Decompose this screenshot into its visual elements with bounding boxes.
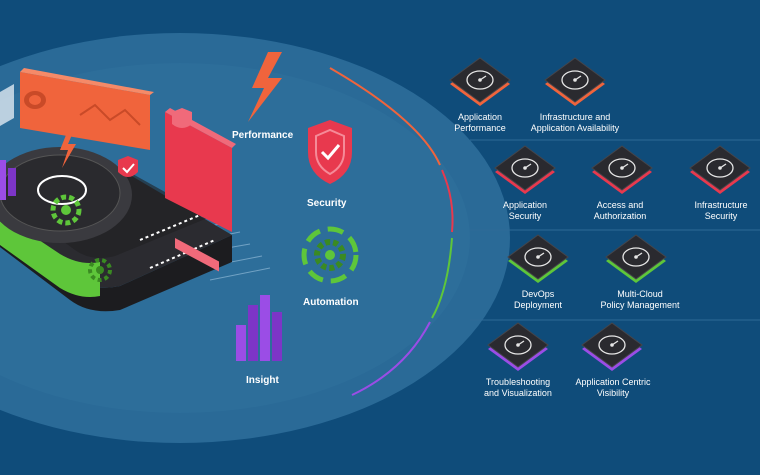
tile-application-centric-visibility	[581, 322, 643, 371]
side-panel	[0, 84, 14, 126]
tile-infrastructure-availability	[544, 57, 606, 106]
bar-chart-icon	[236, 295, 282, 361]
tile-infrastructure-security	[689, 145, 751, 194]
tiles-layer	[449, 57, 751, 371]
performance-panel	[20, 68, 154, 150]
shield-cloud-icon	[511, 158, 539, 178]
sync-icon	[37, 175, 87, 205]
security-panel	[165, 108, 236, 272]
gear-cloud-icon	[524, 247, 552, 267]
arc-insight	[351, 321, 431, 396]
firewall-icon	[706, 158, 734, 178]
app-screen-icon	[561, 70, 589, 90]
tile-troubleshooting-visualization	[487, 322, 549, 371]
tile-application-security	[494, 145, 556, 194]
tile-application-performance	[449, 57, 511, 106]
user-network-icon	[608, 158, 636, 178]
core-lightning-icon	[60, 130, 76, 168]
tile-devops-deployment	[507, 234, 569, 283]
lightning-icon	[248, 52, 282, 122]
gauge-icon	[466, 70, 494, 90]
band-gear-icon	[88, 258, 112, 282]
core-gear-icon	[50, 194, 82, 226]
pillar-label-automation: Automation	[303, 297, 359, 308]
core-ring-inner	[0, 154, 121, 232]
tile-row-separators	[470, 139, 760, 321]
core-shield-icon	[118, 156, 138, 177]
cloud-policy-icon	[622, 247, 650, 267]
pillar-label-insight: Insight	[246, 375, 279, 386]
search-chart-icon	[504, 335, 532, 355]
gear-cycle-icon	[301, 226, 359, 284]
arc-performance	[329, 67, 441, 166]
tile-access-authorization	[591, 145, 653, 194]
shield-check-icon	[308, 120, 352, 184]
platform-bar-chart	[0, 160, 16, 200]
pillar-label-performance: Performance	[232, 130, 294, 141]
tile-multi-cloud-policy	[605, 234, 667, 283]
arc-security	[441, 169, 454, 233]
radar-icon	[598, 335, 626, 355]
pillar-label-security: Security	[307, 198, 347, 209]
background-ellipse-inner	[0, 63, 470, 413]
arc-automation	[431, 237, 453, 319]
